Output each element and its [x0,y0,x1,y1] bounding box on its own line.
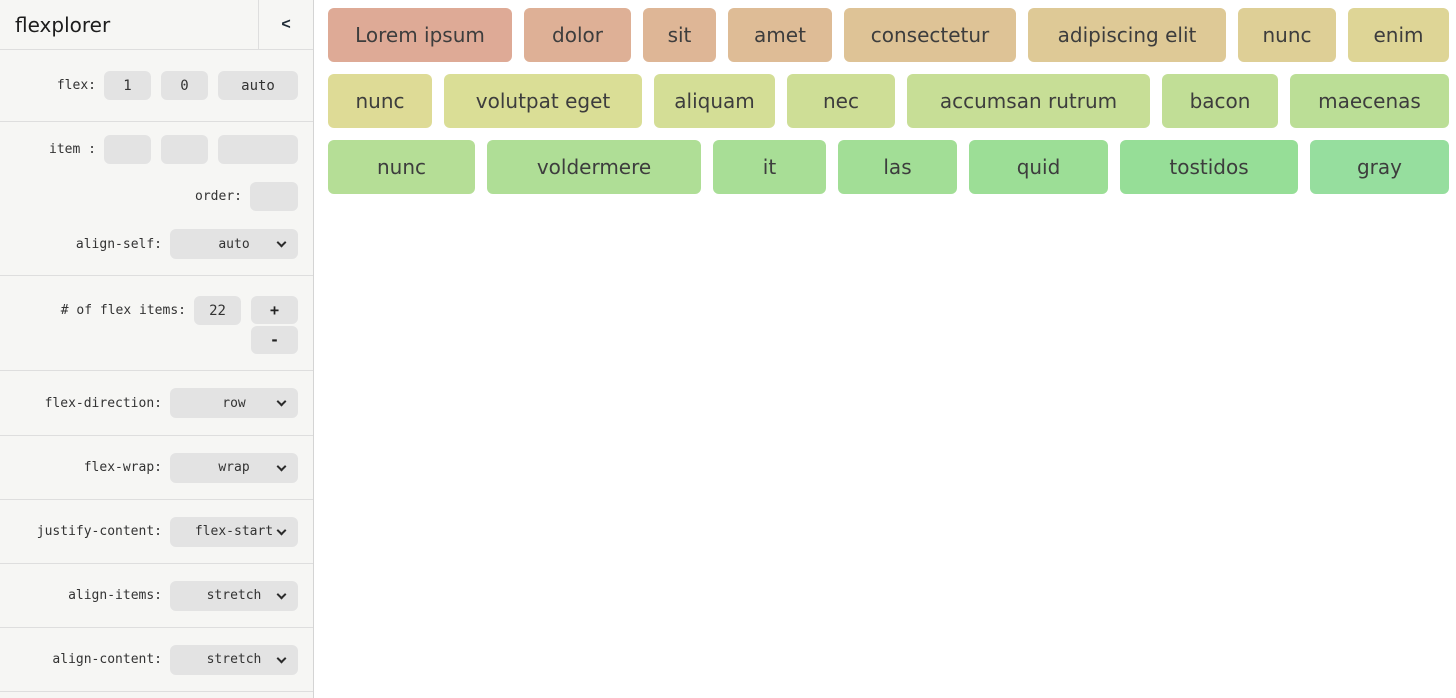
align-items-select[interactable]: stretch [170,580,298,611]
flex-item[interactable]: nunc [328,74,432,128]
align-content-label: align-content: [52,652,162,667]
flex-item[interactable]: aliquam [654,74,775,128]
flex-grow-input[interactable] [104,71,151,100]
sidebar-header: flexplorer < [0,0,313,50]
flex-item[interactable]: enim [1348,8,1449,62]
flex-shrink-input[interactable] [161,71,208,100]
flex-wrap-label: flex-wrap: [83,460,162,475]
flex-item[interactable]: las [838,140,957,194]
item-basis-input[interactable] [218,135,298,164]
sidebar: flexplorer < flex: item : order: align-s… [0,0,314,698]
item-grow-input[interactable] [104,135,151,164]
item-row: item : [49,135,298,164]
flex-item[interactable]: it [713,140,826,194]
align-content-section: align-content: stretch [0,628,313,692]
flex-item[interactable]: tostidos [1120,140,1298,194]
align-items-label: align-items: [68,588,162,603]
flex-wrap-select[interactable]: wrap [170,452,298,483]
item-label: item : [49,142,96,157]
add-item-button[interactable]: + [251,296,298,324]
flex-basis-input[interactable] [218,71,298,100]
flex-item[interactable]: volutpat eget [444,74,642,128]
justify-content-section: justify-content: flex-start [0,500,313,564]
flex-item[interactable]: nunc [1238,8,1336,62]
flex-wrap-section: flex-wrap: wrap [0,436,313,500]
align-items-section: align-items: stretch [0,564,313,628]
item-shrink-input[interactable] [161,135,208,164]
order-row: order: [195,182,298,211]
flex-item[interactable]: adipiscing elit [1028,8,1226,62]
remove-item-button[interactable]: - [251,326,298,354]
item-count-section: # of flex items: + - [0,276,313,371]
flex-item[interactable]: quid [969,140,1108,194]
flex-item[interactable]: sit [643,8,716,62]
justify-content-select[interactable]: flex-start [170,516,298,547]
order-label: order: [195,189,242,204]
sidebar-collapse-button[interactable]: < [258,0,313,49]
flex-item[interactable]: amet [728,8,832,62]
flex-item[interactable]: gray [1310,140,1449,194]
flex-item[interactable]: nunc [328,140,475,194]
flex-item[interactable]: consectetur [844,8,1016,62]
app-title: flexplorer [15,12,111,37]
flex-item[interactable]: accumsan rutrum [907,74,1150,128]
align-content-select[interactable]: stretch [170,644,298,675]
chevron-left-icon: < [281,15,291,33]
flex-item[interactable]: voldermere [487,140,701,194]
flex-label: flex: [56,78,96,93]
item-section: item : order: align-self: auto [0,122,313,276]
flex-item[interactable]: dolor [524,8,631,62]
align-self-label: align-self: [75,236,162,252]
flex-item[interactable]: nec [787,74,895,128]
flex-item[interactable]: Lorem ipsum [328,8,512,62]
flex-direction-section: flex-direction: row [0,371,313,436]
flex-item[interactable]: maecenas [1290,74,1449,128]
item-count-label: # of flex items: [60,303,186,318]
flex-item[interactable]: bacon [1162,74,1278,128]
flex-direction-label: flex-direction: [44,395,162,411]
item-count-input[interactable] [194,296,241,325]
order-input[interactable] [250,182,298,211]
align-self-select[interactable]: auto [170,229,298,259]
flex-direction-select[interactable]: row [170,388,298,418]
justify-content-label: justify-content: [36,524,162,539]
align-self-row: align-self: auto [76,229,298,259]
flex-section: flex: [0,50,313,122]
